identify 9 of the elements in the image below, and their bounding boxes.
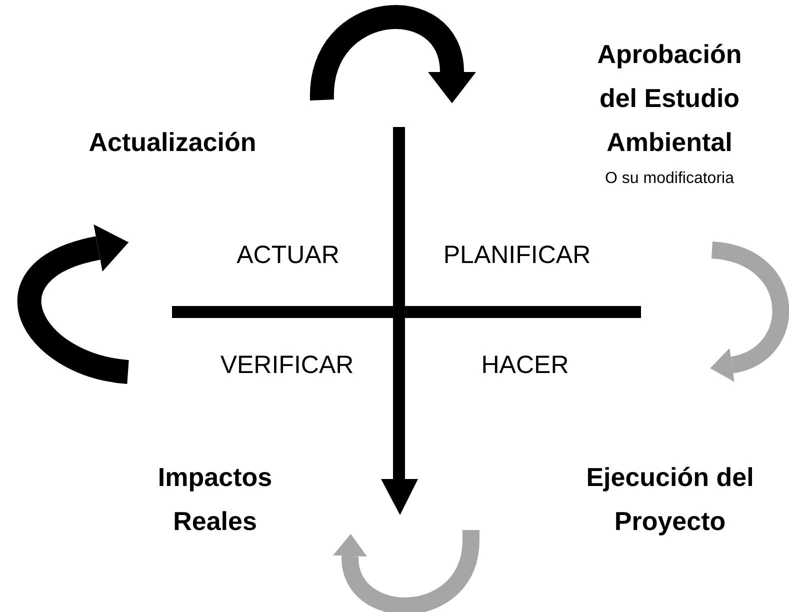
stage-label: Impactos Reales [156, 461, 274, 538]
stage-note: O su modificatoria [605, 169, 734, 189]
quadrant-label: ACTUAR [236, 240, 340, 270]
stage-label: Ejecución del Proyecto [585, 461, 755, 538]
stage-label: Aprobación del Estudio Ambiental [596, 38, 743, 159]
stage-label: Actualización [88, 126, 256, 159]
quadrant-label: VERIFICAR [220, 350, 354, 380]
quadrant-label: PLANIFICAR [443, 240, 591, 270]
quadrant-label: HACER [481, 350, 569, 380]
